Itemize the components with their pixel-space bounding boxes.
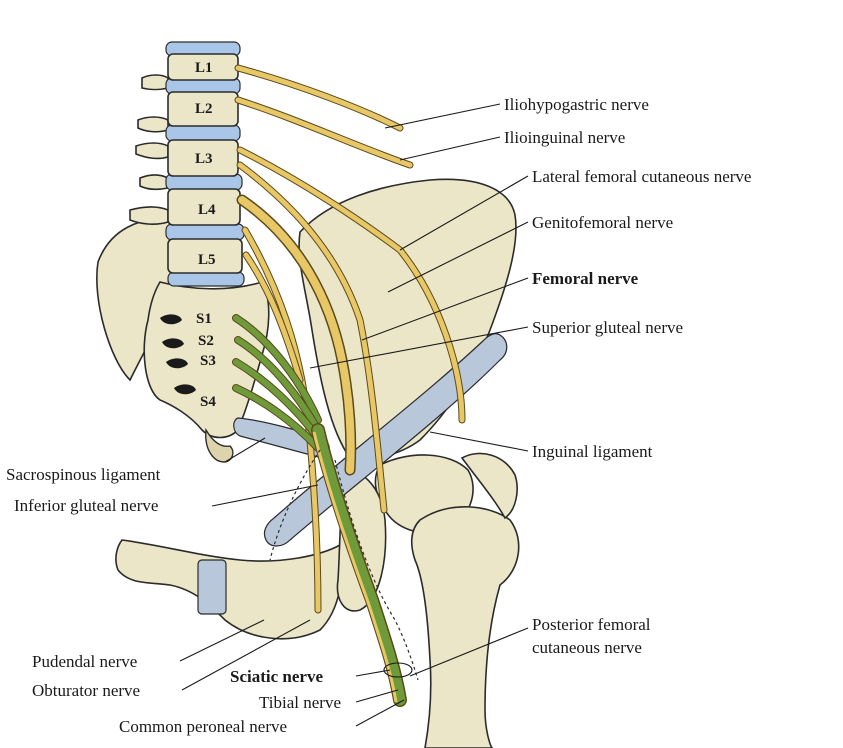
iliohypogastric-nerve-path [234, 64, 404, 132]
vertebra-label-l1: L1 [195, 60, 213, 76]
label-sciatic-nerve: Sciatic nerve [230, 667, 323, 686]
greater-trochanter [460, 452, 518, 520]
label-superior-gluteal-nerve: Superior gluteal nerve [532, 318, 683, 337]
vertebra-l4 [167, 188, 241, 226]
label-femoral-nerve: Femoral nerve [532, 269, 639, 288]
ilioinguinal-nerve-path [234, 96, 414, 169]
label-inguinal-ligament: Inguinal ligament [532, 442, 653, 461]
pubic-ramus [115, 539, 343, 640]
label-iliohypogastric-nerve: Iliohypogastric nerve [504, 95, 649, 114]
label-common-peroneal-nerve: Common peroneal nerve [119, 717, 287, 736]
sacral-label-s3: S3 [200, 353, 216, 369]
label-ilioinguinal-nerve: Ilioinguinal nerve [504, 128, 625, 147]
label-lateral-femoral-cutaneous-nerve: Lateral femoral cutaneous nerve [532, 167, 751, 186]
label-posterior-femoral-cutaneous-line1: Posterior femoral [532, 615, 651, 634]
pudendal-nerve-path [269, 449, 321, 561]
femoral-nerve-path [236, 194, 357, 476]
sacral-label-s4: S4 [200, 394, 216, 410]
label-pudendal-nerve: Pudendal nerve [32, 652, 137, 671]
vertebra-label-l4: L4 [198, 202, 216, 218]
lumbosacral-trunk-path [242, 251, 304, 384]
sacral-label-s2: S2 [198, 333, 214, 349]
vertebra-l5 [167, 238, 243, 274]
nerves [232, 64, 466, 707]
vertebra-label-l3: L3 [195, 151, 213, 167]
femur [410, 506, 520, 748]
label-obturator-nerve: Obturator nerve [32, 681, 140, 700]
vertebra-label-l5: L5 [198, 252, 216, 268]
label-inferior-gluteal-nerve: Inferior gluteal nerve [14, 496, 158, 515]
genitofemoral-nerve-path [236, 161, 388, 514]
lumbar-spine: L1 L2 L3 L4 L5 [129, 41, 245, 287]
sacral-roots [232, 314, 322, 452]
label-posterior-femoral-cutaneous-line2: cutaneous nerve [532, 638, 642, 657]
coccyx [205, 427, 234, 463]
leader-lines [179, 103, 529, 727]
labels-left: Sacrospinous ligament Inferior gluteal n… [6, 465, 341, 736]
vertebra-l3 [167, 139, 239, 177]
labels-right: Iliohypogastric nerve Ilioinguinal nerve… [504, 95, 751, 657]
label-sacrospinous-ligament: Sacrospinous ligament [6, 465, 161, 484]
pubic-symphysis [197, 559, 227, 615]
sacral-label-s1: S1 [196, 311, 212, 327]
sacral-foramina: S1 S2 S3 S4 [160, 311, 216, 410]
vertebra-l2 [167, 91, 239, 127]
label-tibial-nerve: Tibial nerve [259, 693, 341, 712]
inguinal-ligament [263, 333, 508, 547]
vertebra-label-l2: L2 [195, 101, 213, 117]
posterior-femoral-cutaneous-path [334, 459, 419, 681]
label-genitofemoral-nerve: Genitofemoral nerve [532, 213, 673, 232]
